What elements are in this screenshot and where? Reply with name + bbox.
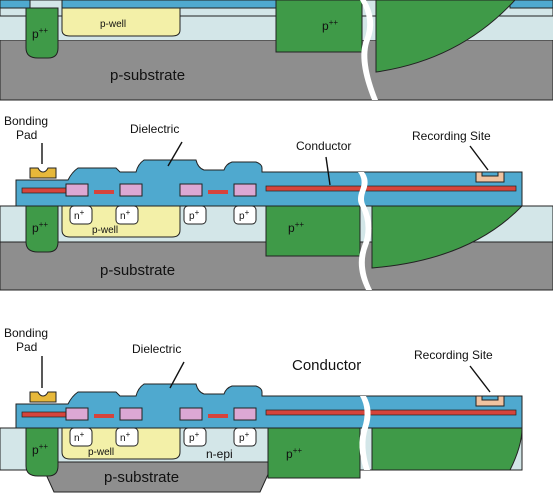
top-dielectric-strip-right [509,0,553,9]
p-plus-label-1: p+ [189,430,200,444]
dielectric-label: Dielectric [132,342,181,356]
gate-poly-2 [208,190,228,194]
transistor-gates [65,407,257,421]
conductor-label: Conductor [296,139,351,153]
dielectric-arrow [169,361,185,389]
p-left-label: p++ [32,26,48,41]
top-dielectric-strip-left [0,0,31,9]
conductor-label: Conductor [292,357,361,374]
gate-3 [179,407,203,421]
p-plus-plus-left [25,7,59,59]
gate-4 [233,407,257,421]
p-plus-region-2 [233,427,257,447]
bonding-label-1: Bonding [4,114,48,128]
conductor-trace [265,185,517,192]
substrate-label: p-substrate [110,67,185,84]
gate-poly-1 [94,414,114,418]
n-plus-label-2: n+ [120,430,131,444]
p-plus-plus-right-b [375,0,516,73]
pwell-label: p-well [88,447,114,458]
p-right-label: p++ [322,18,338,33]
bottom-clear [0,470,553,497]
p-well-region [61,7,181,37]
bonding-label-2: Pad [16,340,37,354]
dielectric-label: Dielectric [130,122,179,136]
break-mark [360,0,378,100]
bonding-label-2: Pad [16,128,37,142]
p-plus-plus-right-a [265,205,361,257]
p-plus-label-2: p+ [239,430,250,444]
transistor-gates [65,183,257,197]
pwell-label: p-well [100,19,126,30]
top-dielectric-strip-mid [61,0,281,9]
recording-site [475,171,505,183]
conductor-left [21,411,67,418]
gate-poly-2 [208,414,228,418]
p-plus-region-1 [183,205,207,225]
n-plus-region-1 [69,427,93,447]
dielectric-layer [15,159,523,207]
n-plus-region-2 [115,427,139,447]
p-plus-plus-left [25,427,59,477]
n-plus-label-2: n+ [120,208,131,222]
conductor-trace [265,409,517,416]
bonding-pad [29,391,57,403]
n-plus-label-1: n+ [74,208,85,222]
recording-site [475,395,505,407]
p-plus-region-2 [233,205,257,225]
p-right-label: p++ [288,220,304,235]
recording-site-label: Recording Site [412,129,491,143]
conductor-arrow [325,156,331,186]
panel-middle: Bonding Pad Dielectric Conductor Recordi… [0,114,553,291]
p-plus-plus-right-a [275,0,363,53]
substrate-label: p-substrate [104,469,179,486]
gate-poly-1 [94,190,114,194]
gate-2 [119,407,143,421]
dielectric-layer [15,383,523,429]
gate-2 [119,183,143,197]
bonding-pad [29,167,57,179]
break-mark-dielectric [358,172,368,206]
recording-site-arrow [469,365,491,393]
panel-bottom: Bonding Pad Dielectric Conductor Recordi… [0,326,553,497]
gate-4 [233,183,257,197]
n-plus-region-1 [69,205,93,225]
recording-site-label: Recording Site [414,348,493,362]
gate-1 [65,183,89,197]
break-mark [359,396,371,470]
p-plus-plus-right-a [267,427,361,479]
p-plus-label-2: p+ [239,208,250,222]
substrate-label: p-substrate [100,262,175,279]
nepi-label: n-epi [206,447,233,461]
pwell-label: p-well [92,225,118,236]
p-right-label: p++ [286,446,302,461]
n-plus-label-1: n+ [74,430,85,444]
gate-1 [65,407,89,421]
p-left-label: p++ [32,220,48,235]
gate-3 [179,183,203,197]
p-plus-plus-right-b [371,205,524,269]
p-plus-plus-left [25,205,59,253]
dielectric-arrow [167,141,183,167]
p-plus-region-1 [183,427,207,447]
p-plus-label-1: p+ [189,208,200,222]
n-plus-region-2 [115,205,139,225]
conductor-left [21,187,67,194]
panel-top: p-well p++ p++ p-substrate [0,0,553,101]
break-mark [358,206,372,290]
recording-site-arrow [469,145,489,171]
p-left-label: p++ [32,442,48,457]
bonding-label-1: Bonding [4,326,48,340]
p-plus-plus-right-b [371,427,523,471]
